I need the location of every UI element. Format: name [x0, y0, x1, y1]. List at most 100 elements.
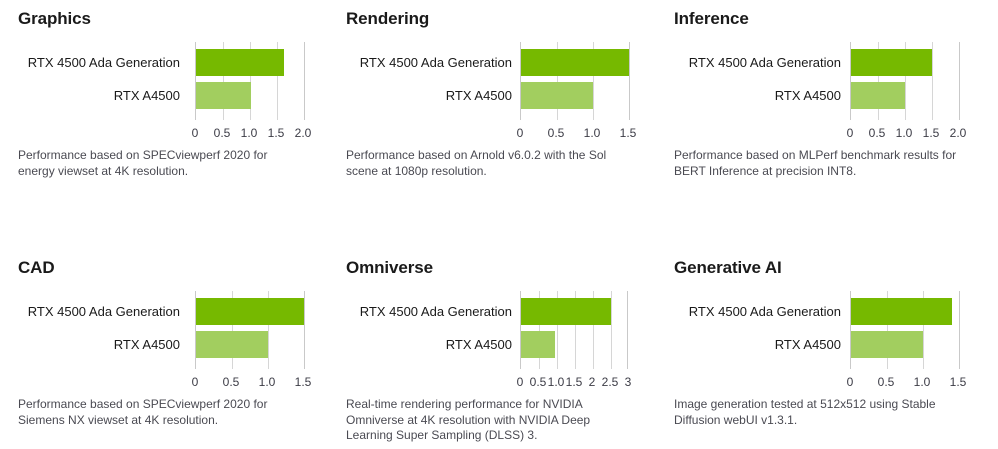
axis-tick: 2 [588, 375, 596, 389]
axis-tick: 1.0 [547, 375, 565, 389]
category-label: RTX 4500 Ada Generation [27, 303, 180, 319]
axis-tick: 1.5 [949, 375, 967, 389]
axis-tick: 0 [516, 126, 524, 140]
bar-row [196, 48, 304, 77]
axis-tick: 1.0 [583, 126, 601, 140]
axis-tick: 1.0 [258, 375, 276, 389]
bar-row [851, 48, 959, 77]
bars [521, 42, 629, 120]
chart-graphics: RTX 4500 Ada Generation RTX A4500 0 0.5 … [0, 42, 340, 147]
axis-tick: 1.0 [913, 375, 931, 389]
panel-caption: Performance based on SPECviewperf 2020 f… [18, 397, 268, 427]
bar-rtx-a4500 [521, 331, 555, 358]
bars [196, 291, 304, 369]
bar-row [196, 81, 304, 110]
panel-graphics: Graphics RTX 4500 Ada Generation RTX A45… [0, 0, 340, 245]
panel-title: Inference [674, 9, 749, 28]
panel-caption: Performance based on MLPerf benchmark re… [674, 148, 957, 178]
axis-tick: 0.5 [868, 126, 886, 140]
axis-tick: 0 [516, 375, 524, 389]
bar-row [851, 330, 959, 359]
chart-inference: RTX 4500 Ada Generation RTX A4500 0 0.5 … [666, 42, 998, 147]
bar-rtx-4500-ada [851, 298, 952, 325]
bar-row [196, 330, 304, 359]
category-labels: RTX 4500 Ada Generation RTX A4500 [340, 48, 512, 110]
bar-rtx-a4500 [196, 331, 268, 358]
bar-rtx-4500-ada [521, 298, 611, 325]
axis-tick: 0.5 [547, 126, 565, 140]
axis-tick: 3 [624, 375, 632, 389]
panel-caption: Real-time rendering performance for NVID… [346, 397, 591, 442]
bars [196, 42, 304, 120]
chart-cad: RTX 4500 Ada Generation RTX A4500 0 0.5 … [0, 291, 340, 396]
bar-rtx-a4500 [196, 82, 251, 109]
bar-rtx-4500-ada [196, 298, 304, 325]
category-labels: RTX 4500 Ada Generation RTX A4500 [666, 297, 841, 359]
category-labels: RTX 4500 Ada Generation RTX A4500 [0, 297, 180, 359]
axis-tick: 1.5 [922, 126, 940, 140]
axis-tick: 1.5 [294, 375, 312, 389]
panel-title: Rendering [346, 9, 430, 28]
bar-rtx-4500-ada [196, 49, 284, 76]
plot-area [520, 42, 630, 120]
bar-row [521, 330, 627, 359]
plot-area [850, 291, 960, 369]
bars [851, 42, 959, 120]
axis-tick: 0.5 [222, 375, 240, 389]
panel-rendering: Rendering RTX 4500 Ada Generation RTX A4… [340, 0, 666, 245]
category-label: RTX A4500 [113, 87, 180, 103]
category-labels: RTX 4500 Ada Generation RTX A4500 [666, 48, 841, 110]
bar-rtx-a4500 [851, 82, 905, 109]
chart-omniverse: RTX 4500 Ada Generation RTX A4500 0 [340, 291, 666, 396]
bars [521, 291, 627, 369]
bar-rtx-4500-ada [521, 49, 629, 76]
axis-tick: 0.5 [877, 375, 895, 389]
bar-rtx-4500-ada [851, 49, 932, 76]
category-label: RTX A4500 [445, 336, 512, 352]
panel-title: Omniverse [346, 258, 433, 277]
bar-row [521, 48, 629, 77]
category-label: RTX 4500 Ada Generation [688, 54, 841, 70]
panel-title: Generative AI [674, 258, 782, 277]
category-label: RTX A4500 [445, 87, 512, 103]
panel-caption: Performance based on SPECviewperf 2020 f… [18, 148, 268, 178]
plot-area [195, 42, 305, 120]
axis-tick: 0 [191, 375, 199, 389]
axis-tick: 1.5 [619, 126, 637, 140]
bar-row [851, 81, 959, 110]
bar-row [851, 297, 959, 326]
category-labels: RTX 4500 Ada Generation RTX A4500 [340, 297, 512, 359]
panel-caption: Performance based on Arnold v6.0.2 with … [346, 148, 607, 178]
axis-tick: 0 [191, 126, 199, 140]
axis-tick: 2.0 [294, 126, 312, 140]
category-labels: RTX 4500 Ada Generation RTX A4500 [0, 48, 180, 110]
category-label: RTX A4500 [774, 336, 841, 352]
bar-row [196, 297, 304, 326]
plot-area [520, 291, 628, 369]
axis-tick: 2.0 [949, 126, 967, 140]
chart-rendering: RTX 4500 Ada Generation RTX A4500 0 0.5 … [340, 42, 666, 147]
panel-title: CAD [18, 258, 55, 277]
bar-row [521, 81, 629, 110]
axis-tick: 1.5 [565, 375, 583, 389]
bars [851, 291, 959, 369]
category-label: RTX A4500 [774, 87, 841, 103]
bar-rtx-a4500 [851, 331, 923, 358]
axis-tick: 0 [846, 375, 854, 389]
plot-area [850, 42, 960, 120]
plot-area [195, 291, 305, 369]
panel-cad: CAD RTX 4500 Ada Generation RTX A4500 0 … [0, 245, 340, 449]
panel-omniverse: Omniverse RTX 4500 Ada Generation RTX A4… [340, 245, 666, 449]
axis-tick: 0.5 [213, 126, 231, 140]
axis-tick: 2.5 [601, 375, 619, 389]
panel-caption: Image generation tested at 512x512 using… [674, 397, 936, 427]
panel-title: Graphics [18, 9, 91, 28]
axis-tick: 0 [846, 126, 854, 140]
category-label: RTX 4500 Ada Generation [688, 303, 841, 319]
panel-inference: Inference RTX 4500 Ada Generation RTX A4… [666, 0, 998, 245]
category-label: RTX 4500 Ada Generation [359, 303, 512, 319]
panel-generative-ai: Generative AI RTX 4500 Ada Generation RT… [666, 245, 998, 449]
axis-tick: 0.5 [529, 375, 547, 389]
category-label: RTX 4500 Ada Generation [359, 54, 512, 70]
